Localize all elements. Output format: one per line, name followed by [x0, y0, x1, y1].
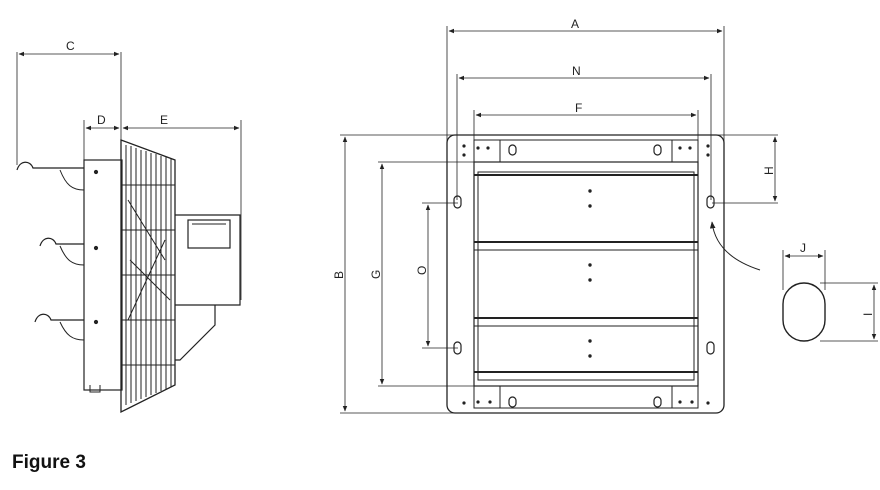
mount-bracket — [175, 305, 216, 361]
label-o: O — [415, 266, 429, 275]
wall-anchors — [16, 161, 85, 341]
inner-frame — [473, 161, 699, 387]
louvers — [474, 174, 698, 373]
side-view — [16, 51, 242, 414]
detail-arrow — [709, 221, 761, 271]
motor-box — [187, 219, 231, 249]
label-f: F — [575, 101, 582, 115]
label-j: J — [800, 241, 806, 255]
slot-detail-shape — [782, 282, 826, 342]
technical-drawing: C D E A N F B G O H J I — [16, 17, 878, 414]
label-e: E — [160, 113, 168, 127]
outer-plate — [446, 134, 725, 414]
label-n: N — [572, 64, 581, 78]
dimension-labels: C D E A N F B G O H J I — [66, 17, 875, 316]
label-h: H — [762, 166, 776, 175]
slot-holes — [453, 144, 715, 408]
front-view — [340, 26, 778, 414]
wall-plate — [83, 159, 123, 391]
figure-caption: Figure 3 — [12, 452, 86, 473]
slot-detail — [782, 250, 878, 342]
label-b: B — [332, 271, 346, 279]
motor-housing — [175, 214, 241, 306]
label-d: D — [97, 113, 106, 127]
label-a: A — [571, 17, 579, 31]
label-i: I — [861, 313, 875, 316]
label-c: C — [66, 39, 75, 53]
fan-guard — [120, 139, 176, 414]
label-g: G — [369, 270, 383, 279]
